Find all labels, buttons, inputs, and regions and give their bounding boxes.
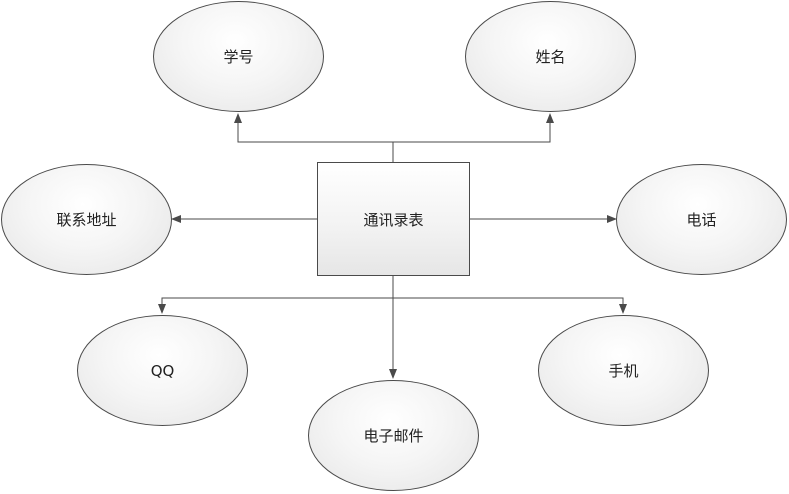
attribute-qq: QQ	[77, 315, 248, 426]
attribute-address-label: 联系地址	[56, 211, 117, 229]
entity-contacts-table: 通讯录表	[317, 162, 470, 276]
attribute-address: 联系地址	[1, 164, 172, 275]
attribute-phone: 电话	[616, 164, 787, 275]
attribute-student-id-label: 学号	[223, 48, 254, 66]
attribute-phone-label: 电话	[686, 211, 717, 229]
attribute-mobile-label: 手机	[608, 362, 639, 380]
entity-contacts-table-label: 通讯录表	[363, 210, 424, 229]
attribute-name-label: 姓名	[535, 48, 566, 66]
connector-qq	[158, 276, 394, 314]
attribute-email: 电子邮件	[308, 380, 479, 491]
connector-student-id	[234, 113, 394, 162]
connector-mobile	[393, 297, 627, 314]
connector-name	[393, 113, 554, 143]
attribute-qq-label: QQ	[150, 361, 175, 380]
attribute-email-label: 电子邮件	[363, 427, 424, 445]
attribute-mobile: 手机	[538, 315, 709, 426]
attribute-student-id: 学号	[153, 1, 324, 112]
attribute-name: 姓名	[465, 1, 636, 112]
